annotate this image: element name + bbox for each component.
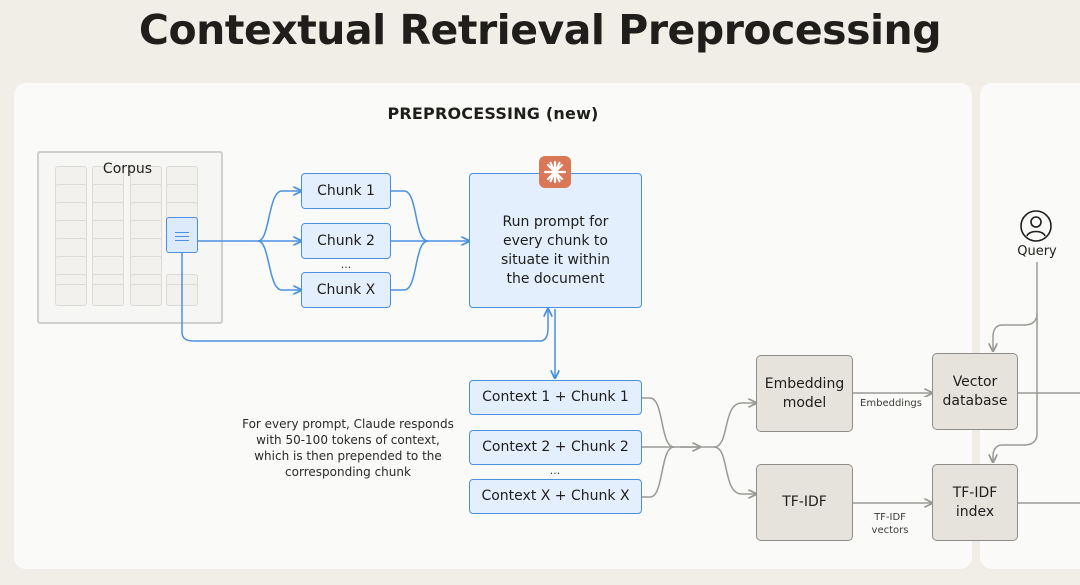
chunk-x-box: Chunk X	[301, 272, 391, 308]
corpus-document-icon	[130, 284, 162, 306]
query-label: Query	[1017, 244, 1057, 259]
chunk-2-box: Chunk 2	[301, 223, 391, 259]
tfidf-vectors-label: TF-IDF vectors	[871, 512, 909, 536]
embedding-model-box: Embedding model	[756, 355, 853, 432]
corpus-document-icon	[55, 284, 87, 306]
tfidf-index-box: TF-IDF index	[932, 464, 1018, 541]
chunks-ellipsis: ...	[340, 258, 352, 271]
context-x-box: Context X + Chunk X	[469, 479, 642, 514]
document-icon	[166, 217, 198, 253]
context-1-box: Context 1 + Chunk 1	[469, 380, 642, 415]
context-2-box: Context 2 + Chunk 2	[469, 430, 642, 465]
claude-sparkle-icon	[539, 156, 571, 188]
section-title: PREPROCESSING (new)	[387, 104, 599, 123]
chunk-1-box: Chunk 1	[301, 173, 391, 209]
page-title: Contextual Retrieval Preprocessing	[138, 6, 942, 54]
contexts-ellipsis: ...	[549, 464, 561, 477]
embeddings-label: Embeddings	[855, 397, 927, 410]
claude-note: For every prompt, Claude responds with 5…	[242, 417, 454, 479]
tfidf-box: TF-IDF	[756, 464, 853, 541]
prompt-box: Run prompt for every chunk to situate it…	[469, 173, 642, 308]
corpus-label: Corpus	[102, 161, 153, 177]
corpus-document-icon	[92, 284, 124, 306]
user-icon	[1020, 210, 1052, 242]
vector-database-box: Vector database	[932, 353, 1018, 430]
